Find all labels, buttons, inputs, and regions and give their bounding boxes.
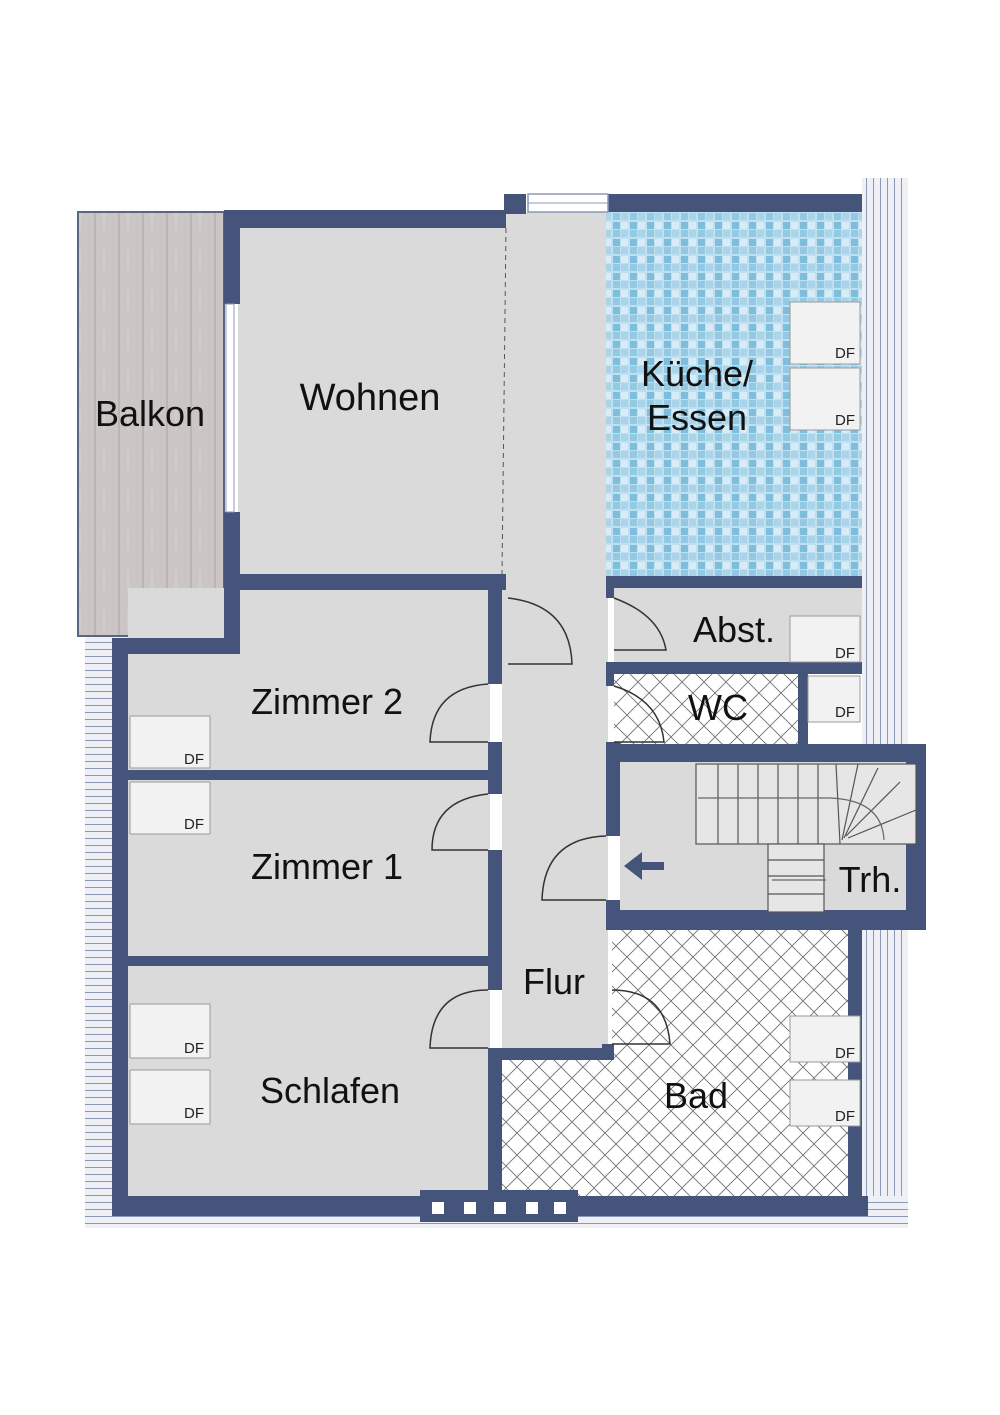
room-label-abst: Abst. xyxy=(693,609,775,650)
df-label: DF xyxy=(184,1105,204,1122)
df-box xyxy=(789,367,861,431)
df-box xyxy=(129,781,211,835)
df-label: DF xyxy=(835,412,855,429)
hallway-floor xyxy=(502,212,608,1052)
door-schlafen xyxy=(429,989,489,1049)
room-label-balkon: Balkon xyxy=(95,393,205,434)
room-label-essen: Essen xyxy=(647,397,747,438)
door-zimmer1 xyxy=(431,793,489,851)
wc-floor xyxy=(614,674,798,744)
df-box xyxy=(129,1003,211,1059)
roof-slope-right xyxy=(862,178,908,1228)
room-label-zimmer2: Zimmer 2 xyxy=(251,681,403,722)
df-label: DF xyxy=(184,816,204,833)
df-label: DF xyxy=(835,1045,855,1062)
df-label: DF xyxy=(835,645,855,662)
wohnen-floor xyxy=(238,228,502,576)
open-divider xyxy=(501,227,507,575)
df-box xyxy=(129,715,211,769)
df-label: DF xyxy=(184,751,204,768)
room-label-wc: WC xyxy=(688,687,748,728)
door-wc xyxy=(613,685,665,743)
door-abst xyxy=(613,597,667,651)
room-label-treppenhaus: Trh. xyxy=(839,859,902,900)
df-label: DF xyxy=(835,1108,855,1125)
room-label-bad: Bad xyxy=(664,1075,728,1116)
staircase xyxy=(695,763,917,913)
doors xyxy=(429,597,671,1049)
df-label: DF xyxy=(835,345,855,362)
df-box xyxy=(129,1069,211,1125)
df-box xyxy=(807,675,861,723)
walls xyxy=(112,194,926,1216)
df-box xyxy=(789,615,861,663)
room-label-wohnen: Wohnen xyxy=(300,377,441,419)
roof-windows xyxy=(129,301,861,1127)
roof-window-labels: DF DF DF DF DF DF DF DF DF DF xyxy=(184,345,855,1125)
df-label: DF xyxy=(835,704,855,721)
door-wohnen xyxy=(507,597,573,665)
df-label: DF xyxy=(184,1040,204,1057)
room-label-flur: Flur xyxy=(523,961,585,1002)
room-labels: Balkon Wohnen Küche/ Essen Abst. WC Zimm… xyxy=(95,353,901,1116)
bad-floor-lower xyxy=(502,1058,612,1196)
bottom-window xyxy=(420,1190,578,1222)
df-box xyxy=(789,1015,861,1063)
door-stair xyxy=(541,835,607,901)
arrow-left-icon xyxy=(624,852,664,880)
df-box xyxy=(789,1079,861,1127)
door-bad xyxy=(611,989,671,1045)
df-box xyxy=(789,301,861,365)
balcony-door xyxy=(225,303,235,513)
room-label-schlafen: Schlafen xyxy=(260,1070,400,1111)
room-label-kueche: Küche/ xyxy=(641,353,753,394)
room-label-zimmer1: Zimmer 1 xyxy=(251,846,403,887)
door-zimmer2 xyxy=(429,683,489,743)
